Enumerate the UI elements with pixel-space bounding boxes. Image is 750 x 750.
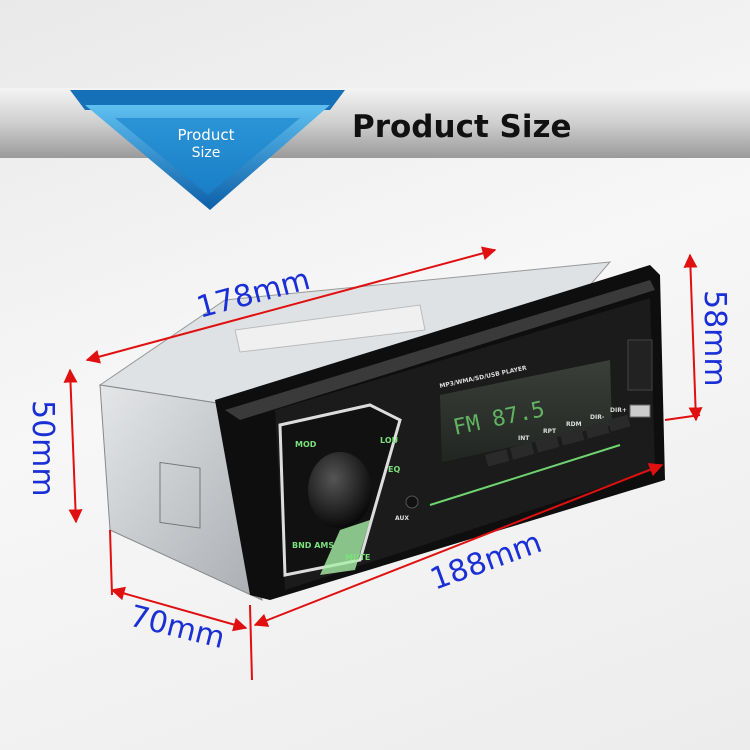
ext-line [664,414,701,421]
arrow-front-height [683,253,703,422]
label-int: INT [518,435,530,442]
arrow-length [85,246,497,364]
dimension-lines [63,246,703,681]
banner: Product Size Product Size [0,88,750,210]
button-int[interactable] [510,442,535,460]
dim-body-height: 50mm [25,400,60,497]
dim-depth: 70mm [126,599,228,656]
button-rpt[interactable] [535,435,560,453]
button-dir-plus[interactable] [608,414,631,432]
arrow-depth [110,586,248,632]
ext-line [249,604,253,681]
arrow-body-height [63,368,83,524]
label-mute: MUTE [345,553,370,562]
volume-knob[interactable] [308,452,372,528]
lcd-display [440,360,612,462]
aux-jack[interactable] [405,495,419,509]
label-aux: AUX [395,515,409,522]
dim-front-height: 58mm [697,290,732,387]
label-eq: EQ [388,465,400,474]
badge-line1: Product [178,126,235,144]
arrow-front-width [253,463,664,627]
label-dir-plus: DIR+ [610,407,627,414]
label-mod: MOD [295,440,317,449]
ext-line [109,529,113,596]
label-dir-minus: DIR- [590,414,605,421]
badge-line2: Size [192,145,221,161]
car-radio: MP3/WMA/SD/USB PLAYER FM 87.5 INT RPT RD… [98,261,665,601]
button-play[interactable] [484,449,510,467]
chassis-bracket [159,461,201,529]
banner-title: Product Size [352,109,572,145]
label-lou: LOU [380,436,398,445]
usb-port[interactable] [629,404,651,418]
ribbon-inner [115,118,300,195]
label-rdm: RDM [566,421,582,428]
label-rpt: RPT [543,428,557,435]
label-bnd-ams: BND AMS [292,541,334,550]
usb-door[interactable] [627,339,653,391]
button-dir-minus[interactable] [585,421,610,439]
button-rdm[interactable] [560,428,585,446]
